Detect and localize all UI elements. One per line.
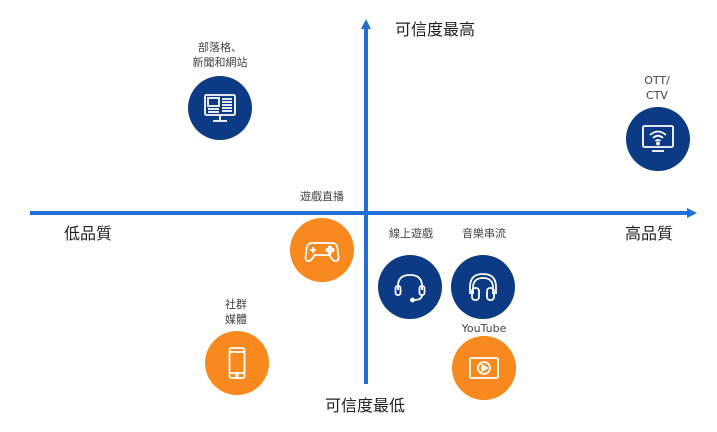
social-label-line2: 媒體 bbox=[225, 313, 247, 326]
headphones-icon bbox=[469, 273, 497, 301]
music-streaming-label-text: 音樂串流 bbox=[462, 227, 506, 240]
game-streaming-circle bbox=[290, 218, 354, 282]
game-streaming-label-text: 遊戲直播 bbox=[300, 190, 344, 203]
blogs-circle bbox=[188, 76, 252, 140]
blogs-label-line2: 新聞和網站 bbox=[192, 56, 248, 69]
gamepad-icon bbox=[304, 242, 340, 262]
ott-label-line1: OTT/ bbox=[644, 74, 670, 87]
youtube-label: YouTube bbox=[462, 321, 507, 336]
online-games-circle bbox=[378, 255, 442, 319]
axis-label-bottom: 可信度最低 bbox=[325, 396, 406, 415]
headset-icon bbox=[394, 274, 426, 303]
smartphone-icon bbox=[228, 347, 246, 379]
social-label-line1: 社群 bbox=[225, 298, 247, 311]
music-streaming-label: 音樂串流 bbox=[462, 226, 506, 241]
social-label: 社群 媒體 bbox=[225, 297, 247, 327]
axis-label-right: 高品質 bbox=[625, 224, 674, 243]
smart-tv-icon bbox=[642, 125, 674, 152]
music-streaming-circle bbox=[451, 255, 515, 319]
online-games-label-text: 線上遊戲 bbox=[389, 227, 433, 240]
axis-label-top: 可信度最高 bbox=[395, 20, 476, 39]
blogs-label: 部落格、 新聞和網站 bbox=[193, 40, 248, 70]
social-circle bbox=[205, 331, 269, 395]
youtube-circle bbox=[452, 336, 516, 400]
axis-label-left: 低品質 bbox=[64, 224, 113, 243]
ott-circle bbox=[626, 107, 690, 171]
monitor-webpage-icon bbox=[204, 94, 236, 122]
blogs-label-line1: 部落格、 bbox=[198, 41, 242, 54]
video-play-icon bbox=[469, 357, 499, 379]
ott-label-line2: CTV bbox=[646, 89, 668, 102]
ott-label: OTT/ CTV bbox=[644, 73, 670, 103]
youtube-label-text: YouTube bbox=[461, 322, 507, 335]
online-games-label: 線上遊戲 bbox=[389, 226, 433, 241]
game-streaming-label: 遊戲直播 bbox=[300, 189, 344, 204]
